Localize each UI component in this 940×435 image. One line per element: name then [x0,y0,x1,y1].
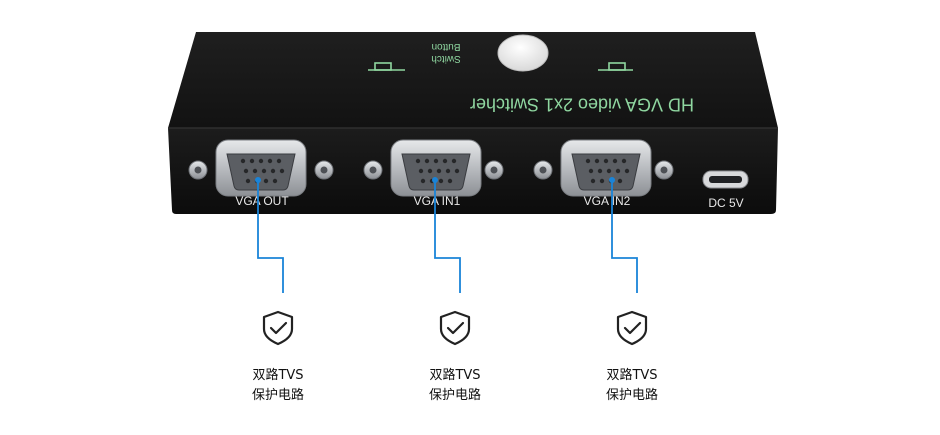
feature-caption-1: 双路TVS 保护电路 [208,366,348,406]
feature-caption-2: 双路TVS 保护电路 [385,366,525,406]
vga-in2-port: VGA IN2 [533,139,674,208]
pointer-dot-3 [609,177,615,183]
vga-out-label: VGA OUT [235,194,289,208]
vga-out-port: VGA OUT [188,139,334,208]
shield-check-icon [439,310,471,346]
feature-caption-line1: 双路TVS [429,368,481,383]
feature-caption-line1: 双路TVS [606,368,658,383]
power-port-label: DC 5V [708,196,743,210]
feature-caption-line1: 双路TVS [252,368,304,383]
power-port: DC 5V [702,170,749,210]
switch-label-line2: Button [432,41,461,52]
pointer-dot-1 [255,177,261,183]
vga-in1-port: VGA IN1 [363,139,504,208]
vga-in1-label: VGA IN1 [414,194,461,208]
pointer-line-1 [257,180,284,293]
device-top-face [168,32,778,128]
device-title: HD VGA video 2x1 Switcher [470,94,694,114]
feature-caption-3: 双路TVS 保护电路 [562,366,702,406]
pointer-line-3 [611,180,638,293]
vga-in2-label: VGA IN2 [584,194,631,208]
switch-label-line1: Switch [431,53,460,64]
shield-check-icon [262,310,294,346]
pointer-line-2 [434,180,461,293]
led-indicator-1 [368,62,405,71]
led-indicator-2 [598,62,633,71]
pointer-dot-2 [432,177,438,183]
feature-caption-line2: 保护电路 [605,388,658,403]
shield-check-icon [616,310,648,346]
switch-button[interactable] [497,34,549,72]
feature-caption-line2: 保护电路 [251,388,304,403]
feature-caption-line2: 保护电路 [428,388,481,403]
